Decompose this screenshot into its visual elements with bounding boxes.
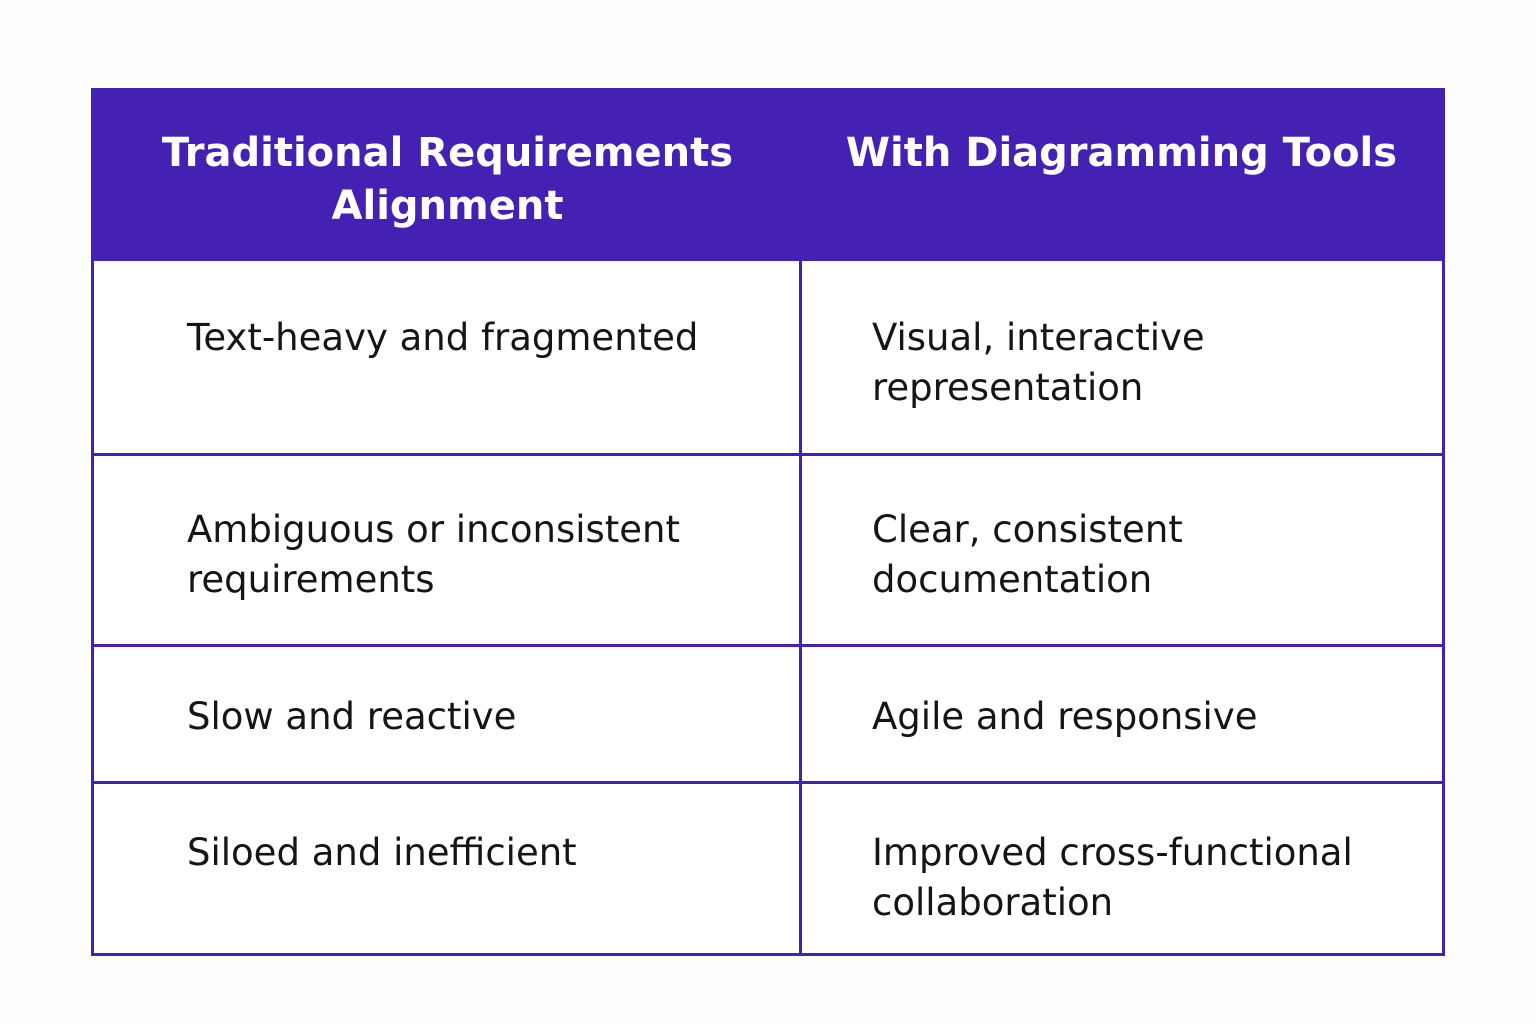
table-body: Text-heavy and fragmented Visual, intera… bbox=[94, 261, 1442, 953]
table-row: Slow and reactive Agile and responsive bbox=[94, 644, 1442, 781]
table-row: Text-heavy and fragmented Visual, intera… bbox=[94, 261, 1442, 453]
cell-diagramming: Improved cross-functional collaboration bbox=[872, 831, 1353, 924]
cell-diagramming: Clear, consistent documentation bbox=[872, 508, 1183, 601]
header-traditional: Traditional Requirements Alignment bbox=[161, 130, 734, 229]
cell-traditional: Slow and reactive bbox=[94, 647, 802, 781]
cell-traditional: Siloed and inefficient bbox=[94, 784, 802, 953]
table-row: Ambiguous or inconsistent requirements C… bbox=[94, 453, 1442, 644]
header-diagramming-tools: With Diagramming Tools bbox=[845, 130, 1398, 176]
table-row: Siloed and inefficient Improved cross-fu… bbox=[94, 781, 1442, 953]
cell-diagramming: Agile and responsive bbox=[872, 695, 1258, 738]
table-header: Traditional Requirements Alignment With … bbox=[94, 91, 1442, 261]
comparison-table: Traditional Requirements Alignment With … bbox=[91, 88, 1445, 956]
cell-traditional: Ambiguous or inconsistent requirements bbox=[94, 456, 802, 644]
cell-diagramming: Visual, interactive representation bbox=[872, 316, 1205, 409]
cell-traditional: Text-heavy and fragmented bbox=[94, 261, 802, 453]
